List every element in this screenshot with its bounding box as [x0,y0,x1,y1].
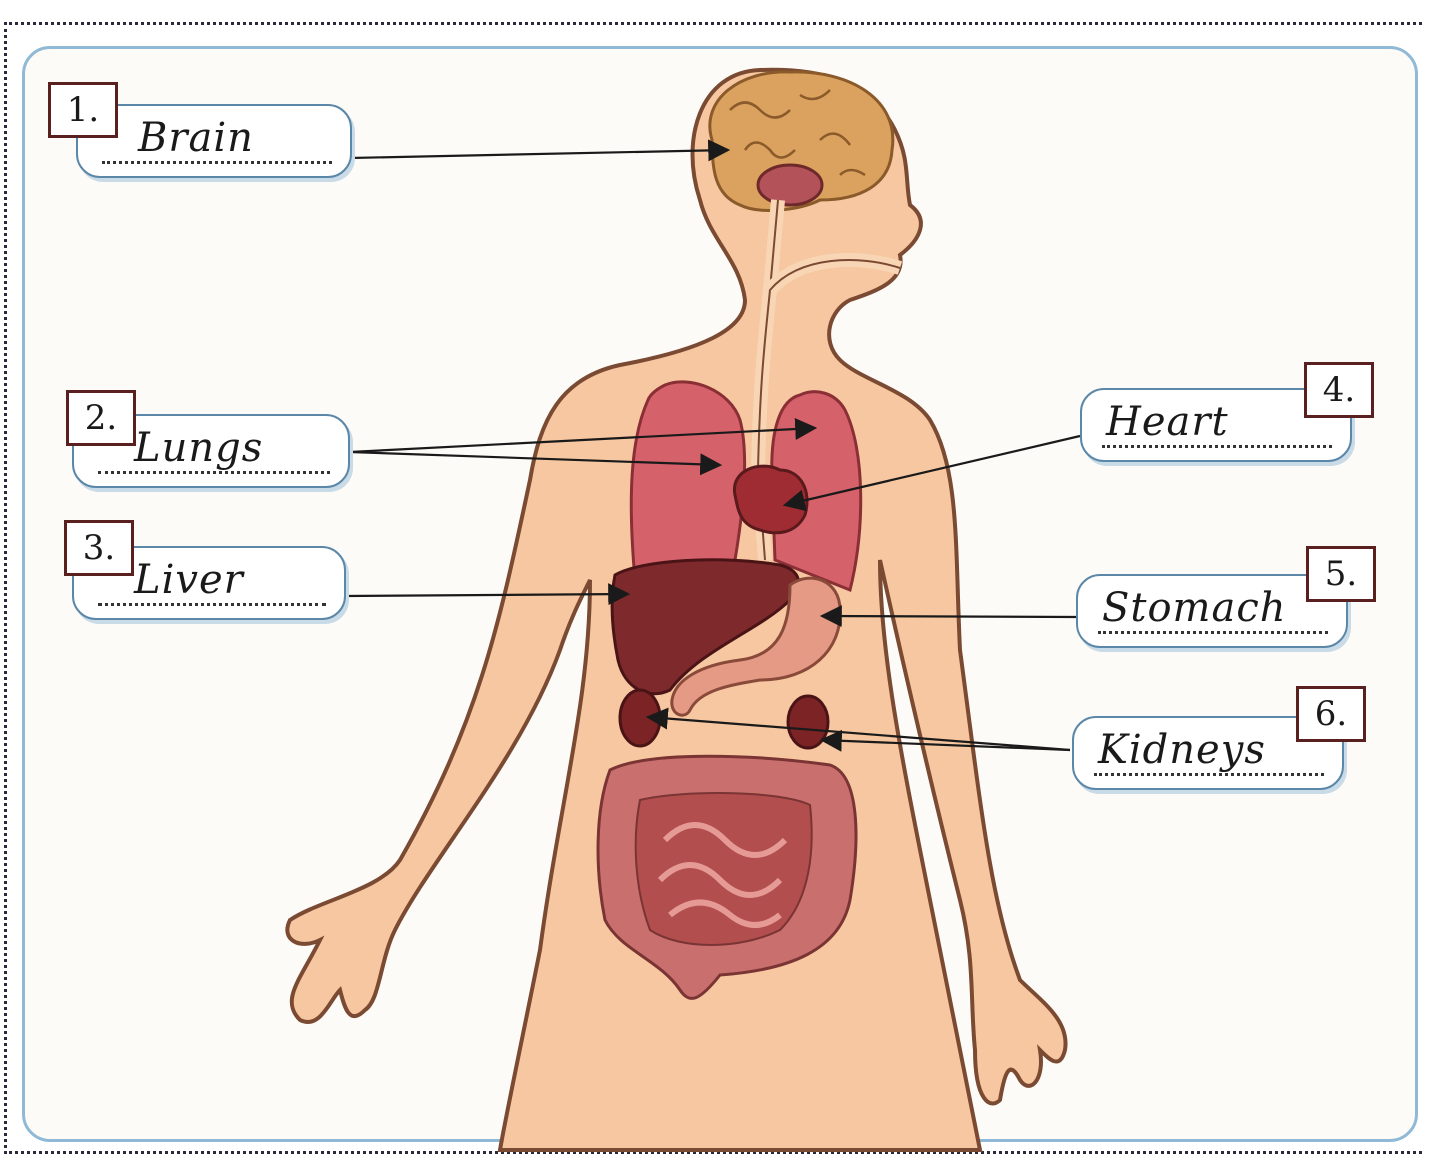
number-box-1: 1. [48,82,118,138]
answer-kidneys[interactable]: Kidneys [1094,727,1324,776]
number-box-2: 2. [66,390,136,446]
pointer-stomach [822,616,1076,617]
answer-heart[interactable]: Heart [1102,399,1332,448]
number-box-4: 4. [1304,362,1374,418]
number-box-5: 5. [1306,546,1376,602]
answer-stomach[interactable]: Stomach [1098,585,1328,634]
number-box-6: 6. [1296,686,1366,742]
heart-organ [734,466,807,533]
pointer-brain [350,150,728,158]
number-box-3: 3. [64,520,134,576]
brain-organ [710,72,893,211]
answer-brain[interactable]: Brain [102,115,332,164]
pointer-liver [345,594,628,596]
